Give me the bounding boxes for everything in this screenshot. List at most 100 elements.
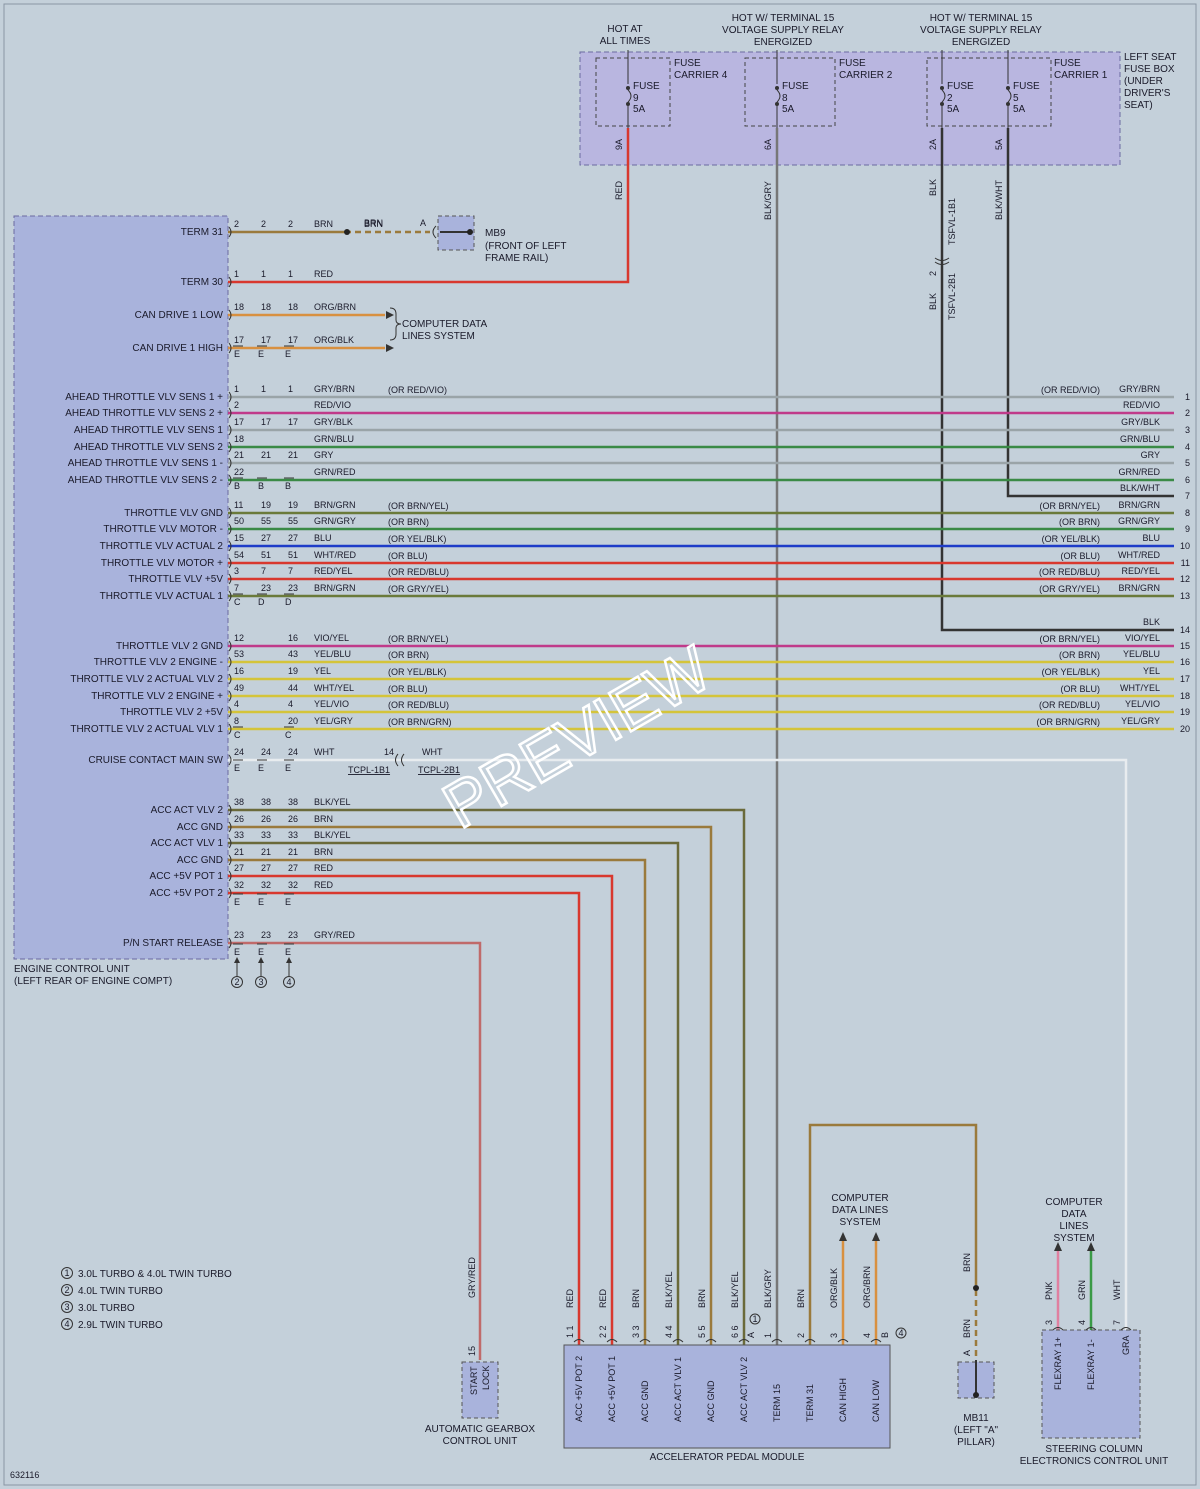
ecu-row-pin: 4 <box>288 699 293 709</box>
ecu-row-wire: YEL/BLU <box>314 649 351 659</box>
ecu-row-pin: 23 <box>288 583 298 593</box>
ecu-row-pin: 27 <box>288 863 298 873</box>
ecu-connector-letter: D <box>285 597 292 607</box>
legend-number: 1 <box>64 1268 69 1278</box>
right-terminal-alt: (OR BRN) <box>1059 517 1100 527</box>
fuse-5-element <box>1007 89 1012 103</box>
ecu-row-label: THROTTLE VLV 2 ACTUAL VLV 2 <box>70 674 223 685</box>
fuse-9-number: 9 <box>633 93 639 104</box>
ecu-connector-letter: B <box>234 481 240 491</box>
ecu-row-pin: 2 <box>234 219 239 229</box>
ecu-row-wire: WHT/YEL <box>314 683 354 693</box>
fuse-2-contact-bottom <box>940 102 944 106</box>
wire-acc-pot-1 <box>228 874 614 1345</box>
pedal-note-1-circle <box>749 1313 761 1325</box>
ecu-row-pin: 17 <box>234 417 244 427</box>
fuse-9: FUSE 9 5A <box>626 50 660 128</box>
pedal-pin-number: 3 3 <box>631 1325 641 1338</box>
wire-cruise-wht <box>228 758 1128 1330</box>
ecu-row-label: THROTTLE VLV MOTOR + <box>101 558 223 569</box>
ecu-row-terminal <box>228 309 232 321</box>
ecu-row-pin: 44 <box>288 683 298 693</box>
ecu-row-alt: (OR RED/BLU) <box>388 567 449 577</box>
pedal-conn-a: A <box>746 1332 756 1338</box>
right-terminal: GRY/BRN(OR RED/VIO)1 <box>1041 384 1190 402</box>
ecu-row-pin: 19 <box>288 500 298 510</box>
ecu-row-pin: 12 <box>234 633 244 643</box>
fuse-5-name: FUSE <box>1013 81 1040 92</box>
right-terminal-number: 7 <box>1185 491 1190 501</box>
right-terminal: VIO/YEL(OR BRN/YEL)15 <box>1039 633 1190 651</box>
ecu-row-pin: 18 <box>261 302 271 312</box>
fuse-9-element <box>627 89 632 103</box>
fuse-2-pin: 2A <box>928 139 938 150</box>
ecu-row-terminal <box>228 474 232 486</box>
ecu-row-alt: (OR BLU) <box>388 551 428 561</box>
fuse-2-wire: BLK <box>928 179 938 196</box>
steering-pin-number: 4 <box>1077 1320 1087 1325</box>
ecu-row-pin: 51 <box>261 550 271 560</box>
ecu-row-pin: 32 <box>261 880 271 890</box>
right-terminal-alt: (OR YEL/BLK) <box>1042 667 1100 677</box>
right-terminal-wire: WHT/YEL <box>1120 683 1160 693</box>
pedal-note-4-circle <box>895 1327 907 1339</box>
ecu-row-terminal <box>228 937 232 949</box>
ecu-row-terminal <box>228 507 232 519</box>
ecu-row-label: THROTTLE VLV ACTUAL 1 <box>100 591 224 602</box>
pedal-pin-terminal <box>771 1339 783 1343</box>
fuse-box-label-3: (UNDER <box>1124 76 1163 87</box>
steering-pin-label: FLEXRAY 1+ <box>1053 1337 1063 1390</box>
fuse-2: FUSE 2 5A <box>940 50 974 128</box>
fuse-5-contact-top <box>1006 86 1010 90</box>
pedal-pin-wire: BRN <box>796 1289 806 1308</box>
ecu-row-pin: 21 <box>288 450 298 460</box>
ecu-row-pin: 26 <box>234 814 244 824</box>
right-terminal: BRN/GRN(OR BRN/YEL)8 <box>1039 500 1190 518</box>
pedal-pin-label: TERM 15 <box>772 1384 782 1422</box>
pedal-pin-terminal <box>639 1339 651 1343</box>
fuse-9-contact-top <box>626 86 630 90</box>
ecu-row-label: THROTTLE VLV 2 ACTUAL VLV 1 <box>70 724 223 735</box>
right-terminal-wire: YEL/VIO <box>1125 699 1160 709</box>
ecu-row-pin: 26 <box>288 814 298 824</box>
mb9-pin: A <box>420 218 426 228</box>
ecu-row-pin: 21 <box>261 450 271 460</box>
right-terminal-alt: (OR BRN/YEL) <box>1039 634 1100 644</box>
ecu-row-pin: 23 <box>261 930 271 940</box>
ecu-connector-letter: E <box>234 897 240 907</box>
pedal-pin-terminal <box>804 1339 816 1343</box>
right-terminal-alt: (OR BRN/GRN) <box>1037 717 1101 727</box>
ecu-row-pin: 18 <box>288 302 298 312</box>
mb11-name-2: (LEFT "A" <box>954 1425 999 1436</box>
ecu-row-pin: 1 <box>261 384 266 394</box>
gearbox-control-unit: GRY/RED 15 START LOCK AUTOMATIC GEARBOX … <box>425 1257 536 1447</box>
fuse-pin-labels: 9A 6A 2A 5A <box>614 139 1004 150</box>
right-terminal-wire: GRN/GRY <box>1118 516 1160 526</box>
ecu-row-wire: WHT <box>314 747 335 757</box>
right-terminal-alt: (OR BRN/YEL) <box>1039 501 1100 511</box>
ecu-row-label: THROTTLE VLV GND <box>124 508 223 519</box>
ecu-row-terminal <box>228 457 232 469</box>
fuse-box-label-5: SEAT) <box>1124 100 1153 111</box>
variant-number: 3 <box>258 977 263 987</box>
right-terminal: YEL/BLU(OR BRN)16 <box>1059 649 1190 667</box>
right-terminal-wire: YEL/BLU <box>1123 649 1160 659</box>
mb9-wire: BRN <box>364 218 383 228</box>
ecu-connector-letter: E <box>234 349 240 359</box>
ecu-row-pin: 38 <box>261 797 271 807</box>
right-terminal-wire: GRY/BRN <box>1119 384 1160 394</box>
right-terminal-wire: YEL/GRY <box>1121 716 1160 726</box>
ecu-row-pin: 20 <box>288 716 298 726</box>
fuse-5-rating: 5A <box>1013 104 1026 115</box>
can-system-label-1: COMPUTER DATA <box>402 319 488 330</box>
ecu-row-label: THROTTLE VLV +5V <box>128 574 223 585</box>
ecu-row-wire: YEL/GRY <box>314 716 353 726</box>
ecu-row-pin: 55 <box>261 516 271 526</box>
hot-t15-b-line-3: ENERGIZED <box>952 37 1010 48</box>
